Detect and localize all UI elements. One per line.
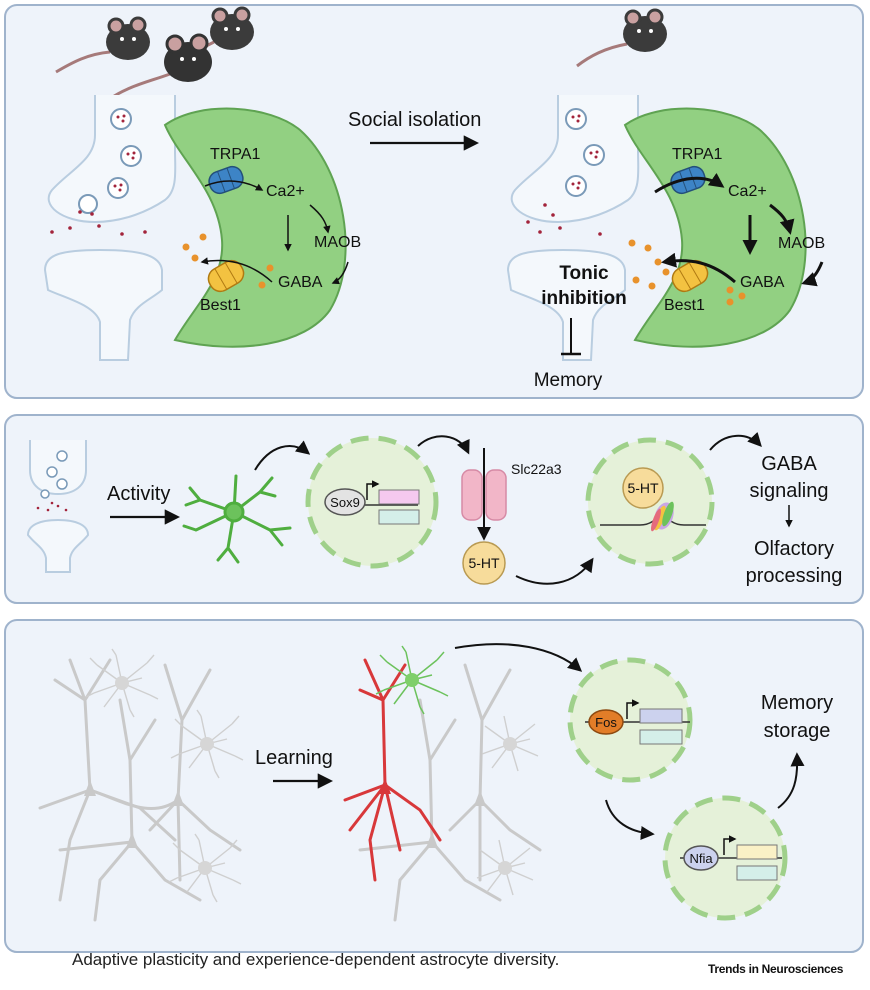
serotonin-molecule (462, 541, 506, 585)
astrocyte-right (623, 107, 807, 348)
astrocyte-cell-icon-b (182, 474, 292, 564)
memory-storage-line1: Memory (761, 692, 833, 714)
activity-label: Activity (107, 483, 170, 505)
neuron-network-before (38, 658, 242, 922)
astrocyte-cluster-before (85, 648, 244, 903)
maob-label-right: MAOB (778, 235, 825, 252)
memory-label-a: Memory (534, 370, 603, 391)
nucleus-5ht: 5-HT (585, 437, 715, 567)
journal-name: Trends in Neurosciences (708, 962, 844, 976)
memory-storage-line2: storage (764, 720, 831, 742)
sox9-label: Sox9 (330, 495, 360, 510)
activated-astrocyte-icon (375, 645, 449, 715)
ca2-label-right: Ca2+ (728, 183, 767, 200)
mice-group-icon (55, 6, 254, 102)
gaba-dots-right (628, 239, 746, 306)
postsynaptic-terminal-right (506, 248, 626, 361)
olfactory-processing-line2: processing (746, 565, 843, 587)
nfia-label: Nfia (689, 851, 713, 866)
best1-label-right: Best1 (664, 297, 705, 314)
gaba-signaling-line1: GABA (761, 453, 817, 475)
synapse-icon-b (26, 440, 90, 573)
best1-label-left: Best1 (200, 297, 241, 314)
nucleus-fos: Fos (567, 657, 693, 783)
isolated-mouse-icon (576, 8, 667, 68)
gaba-signaling-line2: signaling (750, 480, 829, 502)
neuron-somas-before (84, 780, 184, 848)
trpa1-label-left: TRPA1 (210, 146, 260, 163)
best1-channel-icon-left (207, 259, 245, 293)
panel-activity: Activity Sox9 Slc22a3 (4, 414, 864, 604)
slc22a3-transporter-icon (461, 448, 507, 541)
activated-neuron-soma (379, 778, 391, 794)
ca2-label-left: Ca2+ (266, 183, 305, 200)
gaba-label-right: GABA (740, 274, 785, 291)
nuclear-5ht-label: 5-HT (627, 480, 659, 496)
presynaptic-terminal-right (510, 95, 640, 236)
olfactory-processing-line1: Olfactory (754, 538, 834, 560)
gaba-dots-left (182, 233, 274, 289)
best1-channel-icon-right (671, 259, 709, 293)
panel-social-isolation: TRPA1 Ca2+ MAOB GABA Best1 Social isolat… (4, 4, 864, 399)
panel-learning: Learning (4, 619, 864, 953)
astrocyte-left (163, 107, 347, 348)
tonic-inhibition-line1: Tonic (559, 263, 609, 284)
nucleus-nfia: Nfia (662, 795, 788, 921)
slc22a3-label: Slc22a3 (511, 461, 562, 477)
learning-label: Learning (255, 747, 333, 769)
social-isolation-label: Social isolation (348, 109, 481, 131)
serotonin-label: 5-HT (468, 555, 500, 571)
presynaptic-terminal-left (47, 95, 177, 236)
fos-label: Fos (595, 715, 617, 730)
activated-neuron (343, 658, 442, 882)
nucleus-sox9: Sox9 (305, 435, 439, 569)
figure-caption: Adaptive plasticity and experience-depen… (72, 950, 560, 969)
trpa1-label-right: TRPA1 (672, 146, 722, 163)
postsynaptic-terminal-left (43, 248, 163, 361)
neuron-network-after (358, 663, 542, 922)
gaba-label-left: GABA (278, 274, 323, 291)
astrocyte-cluster-after (476, 715, 539, 896)
maob-label-left: MAOB (314, 234, 361, 251)
tonic-inhibition-line2: inhibition (541, 288, 626, 309)
